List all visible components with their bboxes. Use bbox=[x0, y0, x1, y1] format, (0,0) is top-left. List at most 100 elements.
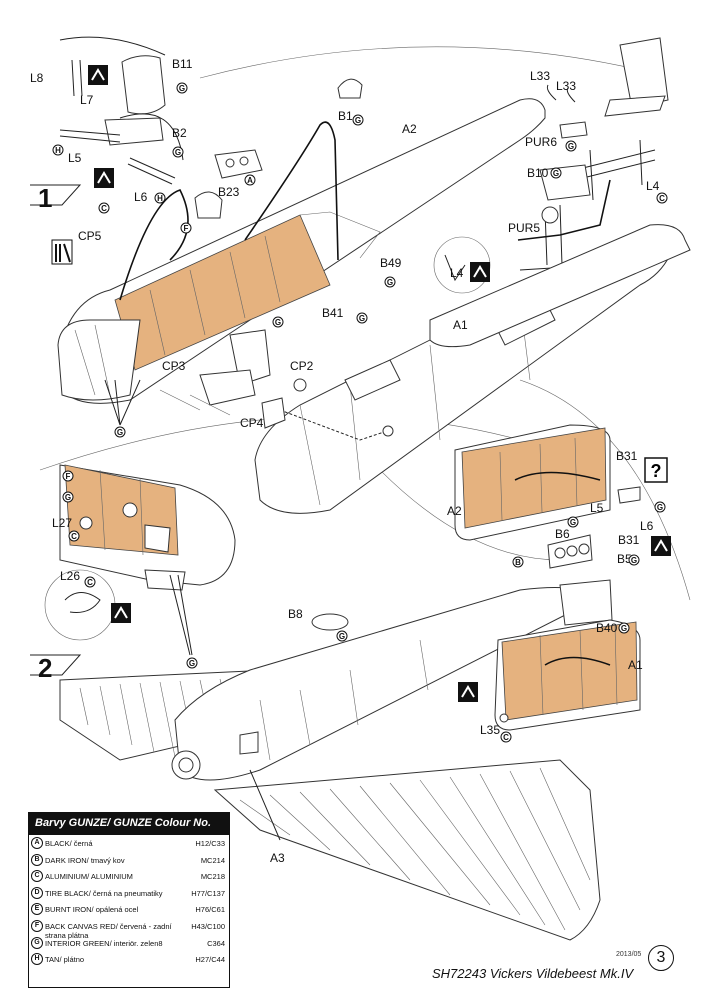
legend-letter: B bbox=[31, 853, 43, 866]
svg-text:G: G bbox=[117, 428, 123, 437]
label-B41: B41 bbox=[322, 306, 344, 320]
question-icon: ? bbox=[644, 457, 668, 483]
label-CP5: CP5 bbox=[78, 229, 102, 243]
color-badge-c: C bbox=[500, 731, 512, 743]
label-L4: L4 bbox=[646, 179, 660, 193]
color-badge-g: G bbox=[550, 167, 562, 179]
label-L7: L7 bbox=[80, 93, 94, 107]
color-badge-g: G bbox=[565, 140, 577, 152]
color-badge-c: C bbox=[656, 192, 668, 204]
label-B8: B8 bbox=[288, 607, 303, 621]
color-badge-h: H bbox=[52, 144, 64, 156]
color-badge-g: G bbox=[618, 622, 630, 634]
legend-name: BACK CANVAS RED/ červená - zadní strana … bbox=[45, 921, 172, 940]
legend-letter: H bbox=[31, 953, 43, 966]
label-A2-step2: A2 bbox=[447, 504, 462, 518]
legend-letter: F bbox=[31, 919, 43, 932]
label-B31-step2: B31 bbox=[618, 533, 640, 547]
legend-letter: G bbox=[31, 936, 43, 949]
flip-icon bbox=[651, 536, 671, 556]
label-A2: A2 bbox=[402, 122, 417, 136]
legend-code: H27/C44 bbox=[195, 955, 225, 965]
color-badge-c: C bbox=[98, 202, 110, 214]
legend-name: TAN/ plátno bbox=[45, 955, 85, 965]
fuselage-left-half-step1 bbox=[57, 98, 546, 426]
legend-letter: D bbox=[31, 886, 43, 899]
legend-name: ALUMINIUM/ ALUMINIUM bbox=[45, 872, 133, 882]
label-B10: B10 bbox=[527, 166, 549, 180]
color-badge-g: G bbox=[356, 312, 368, 324]
legend-name: INTERIOR GREEN/ interiör. zelen8 bbox=[45, 938, 163, 948]
svg-text:H: H bbox=[55, 146, 61, 155]
color-badge-g: G bbox=[352, 114, 364, 126]
color-badge-g: G bbox=[272, 316, 284, 328]
svg-text:G: G bbox=[65, 493, 71, 502]
legend-title: Barvy GUNZE/ GUNZE Colour No. bbox=[29, 813, 229, 835]
color-badge-a: A bbox=[244, 174, 256, 186]
label-CP3: CP3 bbox=[162, 359, 186, 373]
label-L26: L26 bbox=[60, 569, 80, 583]
legend-name: BURNT IRON/ opálená ocel bbox=[45, 905, 139, 915]
flip-icon bbox=[88, 65, 108, 85]
label-B49: B49 bbox=[380, 256, 402, 270]
guide-arc-top bbox=[199, 46, 641, 79]
label-L5-step2: L5 bbox=[590, 501, 604, 515]
svg-text:B: B bbox=[515, 558, 521, 567]
cut-icon bbox=[51, 239, 73, 265]
guide-arc-right bbox=[519, 379, 691, 601]
label-PUR5: PUR5 bbox=[508, 221, 540, 235]
color-badge-g: G bbox=[176, 82, 188, 94]
svg-text:C: C bbox=[71, 532, 77, 541]
flip-icon bbox=[458, 682, 478, 702]
label-B23: B23 bbox=[218, 185, 240, 199]
legend-name: TIRE BLACK/ černá na pneumatiky bbox=[45, 888, 163, 898]
svg-text:F: F bbox=[184, 224, 189, 233]
svg-text:G: G bbox=[359, 314, 365, 323]
legend-code: H77/C137 bbox=[191, 888, 225, 898]
color-badge-g: G bbox=[567, 516, 579, 528]
fuselage-right-half-step1 bbox=[429, 224, 691, 348]
fuselage-left-half-step2 bbox=[44, 464, 236, 656]
label-L33-a: L33 bbox=[530, 69, 550, 83]
svg-text:G: G bbox=[570, 518, 576, 527]
svg-text:F: F bbox=[66, 472, 71, 481]
label-L6: L6 bbox=[134, 190, 148, 204]
flip-icon bbox=[111, 603, 131, 623]
label-B11: B11 bbox=[172, 57, 193, 71]
legend-letter: E bbox=[31, 903, 43, 916]
legend-code: MC214 bbox=[200, 855, 225, 865]
svg-text:C: C bbox=[87, 578, 93, 587]
legend-code: H76/C61 bbox=[195, 905, 225, 915]
color-badge-g: G bbox=[62, 491, 74, 503]
label-B31: B31 bbox=[616, 449, 638, 463]
legend-code: MC218 bbox=[200, 872, 225, 882]
fuselage-and-wings-step2 bbox=[59, 587, 601, 941]
svg-text:A: A bbox=[247, 176, 253, 185]
label-L33-b: L33 bbox=[556, 79, 576, 93]
label-B1: B1 bbox=[338, 109, 353, 123]
label-B40: B40 bbox=[596, 621, 618, 635]
label-CP4: CP4 bbox=[240, 416, 264, 430]
label-PUR6: PUR6 bbox=[525, 135, 557, 149]
edition-date: 2013/05 bbox=[616, 951, 642, 958]
svg-text:G: G bbox=[621, 624, 627, 633]
svg-text:C: C bbox=[503, 733, 509, 742]
color-badge-g: G bbox=[654, 501, 666, 513]
label-A1-step2: A1 bbox=[628, 658, 643, 672]
parts-top-left bbox=[59, 36, 363, 219]
legend-name: BLACK/ černá bbox=[45, 839, 93, 848]
legend-letter: A bbox=[31, 837, 43, 849]
label-B6: B6 bbox=[555, 527, 570, 541]
label-L5: L5 bbox=[68, 151, 82, 165]
label-L35: L35 bbox=[480, 723, 500, 737]
label-L8: L8 bbox=[30, 71, 44, 85]
svg-text:G: G bbox=[553, 169, 559, 178]
